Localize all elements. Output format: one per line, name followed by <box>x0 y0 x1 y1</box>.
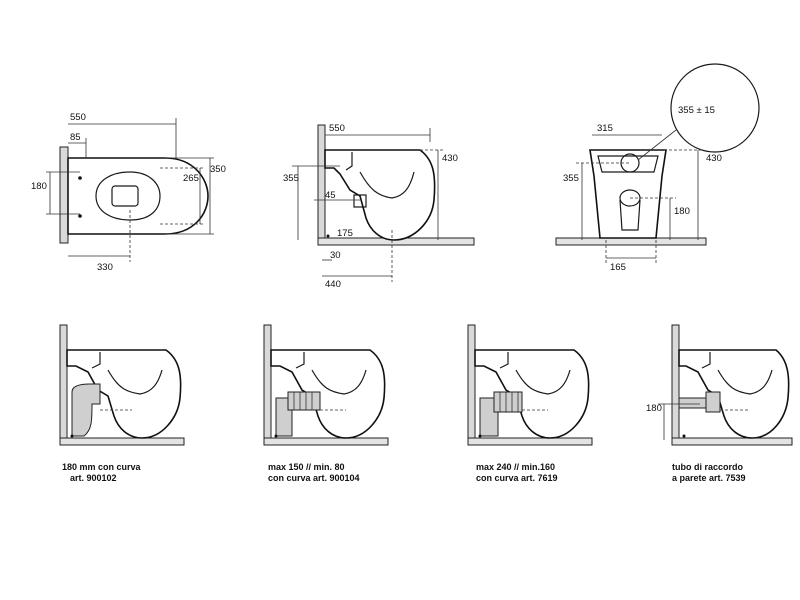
top-view-outlet <box>111 185 139 207</box>
wall <box>59 324 68 446</box>
top-view: 550 85 350 265 180 330 <box>31 112 226 273</box>
fixing-hole <box>78 214 82 218</box>
caption-line-1: tubo di raccordo <box>672 462 744 472</box>
fixing-hole <box>326 234 330 238</box>
dim-180: 180 <box>674 206 690 217</box>
top-view-seat <box>95 171 161 221</box>
dim-355: 355 <box>283 173 299 184</box>
floor <box>671 437 793 446</box>
seat <box>295 352 305 369</box>
installation-4: 180 tubo di raccordo a parete art. 7539 <box>646 324 793 483</box>
trap <box>311 369 367 395</box>
floor <box>263 437 389 446</box>
wall-connector <box>678 397 710 409</box>
caption-line-2: a parete art. 7539 <box>672 473 746 483</box>
floor <box>467 437 593 446</box>
dim-440: 440 <box>325 279 341 290</box>
front-view: 355 ± 15 315 430 355 180 165 <box>555 63 760 273</box>
caption-line-1: max 150 // min. 80 <box>268 462 345 472</box>
front-view-pipe <box>619 199 641 231</box>
dim-550: 550 <box>329 123 345 134</box>
front-view-rim <box>597 155 659 173</box>
wall <box>467 324 476 446</box>
trap <box>107 369 163 395</box>
fixing-hole <box>70 434 74 438</box>
side-view-outlet <box>353 194 367 208</box>
drain-pipe <box>71 383 101 437</box>
flex-ribs <box>499 392 519 412</box>
caption-line-2: con curva art. 7619 <box>476 473 558 483</box>
caption-line-2: con curva art. 900104 <box>268 473 360 483</box>
fixing-hole <box>478 434 482 438</box>
flex-connector <box>287 391 321 411</box>
dim-180: 180 <box>31 181 47 192</box>
dim-330: 330 <box>97 262 113 273</box>
installation-2: max 150 // min. 80 con curva art. 900104 <box>263 324 389 483</box>
caption-line-1: 180 mm con curva <box>62 462 142 472</box>
dim-550: 550 <box>70 112 86 123</box>
dim-355: 355 <box>563 173 579 184</box>
dim-165: 165 <box>610 262 626 273</box>
dim-315: 315 <box>597 123 613 134</box>
seat <box>701 352 711 369</box>
dim-175: 175 <box>337 228 353 239</box>
seat <box>91 352 101 369</box>
seat <box>499 352 509 369</box>
bowl <box>474 349 590 439</box>
caption-line-1: max 240 // min.160 <box>476 462 555 472</box>
side-view-trap <box>359 171 415 199</box>
side-view-seat <box>345 152 353 171</box>
dim-350: 350 <box>210 164 226 175</box>
installation-1: 180 mm con curva art. 900102 <box>59 324 185 483</box>
dim-430: 430 <box>442 153 458 164</box>
bowl <box>678 349 790 439</box>
caption-line-2: art. 900102 <box>70 473 117 483</box>
side-view-wall <box>317 124 326 246</box>
fixing-hole <box>682 434 686 438</box>
detail-circle <box>670 63 760 153</box>
top-view-wall <box>59 146 69 244</box>
detail-leader <box>637 129 677 161</box>
dim-265: 265 <box>183 173 199 184</box>
trap <box>515 369 571 395</box>
flex-connector <box>493 391 523 413</box>
side-view: 550 430 355 45 175 30 440 <box>283 123 475 290</box>
dim-355-15: 355 ± 15 <box>678 105 715 116</box>
fixing-hole <box>78 176 82 180</box>
installation-3: max 240 // min.160 con curva art. 7619 <box>467 324 593 483</box>
wall-connector-flange <box>705 391 721 413</box>
dim-45: 45 <box>325 190 336 201</box>
dim-85: 85 <box>70 132 81 143</box>
bowl <box>270 349 386 439</box>
bowl <box>66 349 182 439</box>
floor <box>59 437 185 446</box>
dim-30: 30 <box>330 250 341 261</box>
fixing-hole <box>274 434 278 438</box>
wall <box>263 324 272 446</box>
wall <box>671 324 680 446</box>
trap <box>717 369 773 395</box>
flex-ribs <box>293 392 313 410</box>
dim-430: 430 <box>706 153 722 164</box>
dim-180: 180 <box>646 403 662 414</box>
front-view-floor <box>555 237 707 246</box>
